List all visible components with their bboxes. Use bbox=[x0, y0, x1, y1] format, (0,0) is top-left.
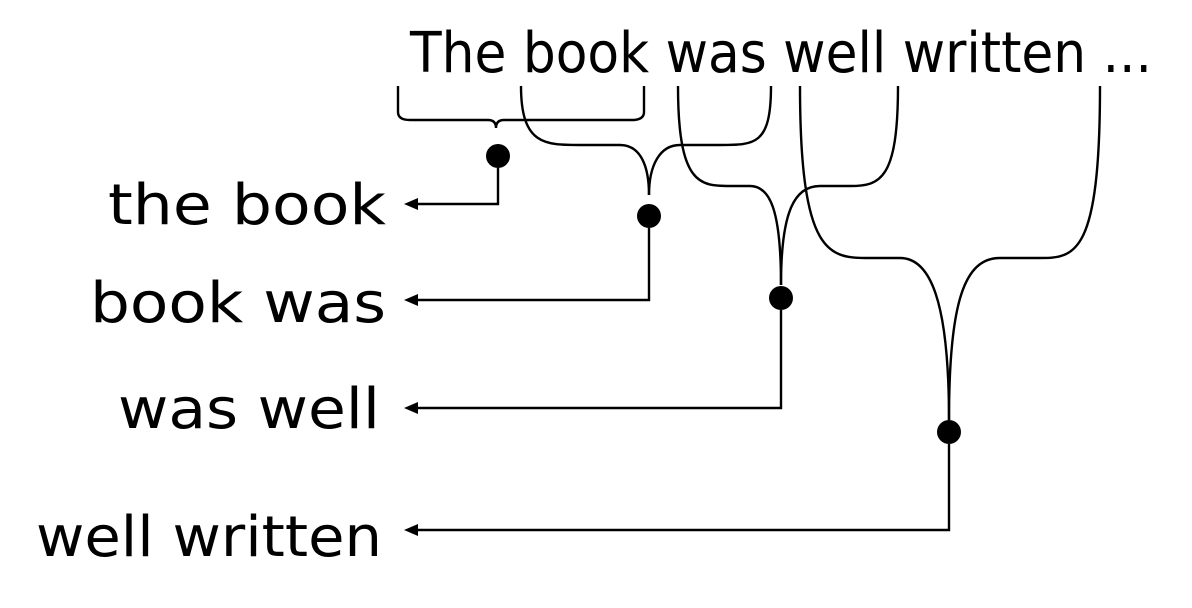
bigram-label-the-book: the book bbox=[108, 173, 387, 238]
output-connector-3 bbox=[416, 310, 783, 410]
arrowhead-3 bbox=[404, 402, 418, 414]
composition-node-1 bbox=[486, 144, 510, 168]
arrowhead-4 bbox=[404, 524, 418, 536]
bigram-label-was-well: was well bbox=[118, 377, 380, 442]
arrowhead-1 bbox=[404, 198, 418, 210]
wire-was-right bbox=[647, 85, 773, 196]
bigram-label-book-was: book was bbox=[90, 271, 386, 336]
composition-node-3 bbox=[769, 286, 793, 310]
wire-was-left bbox=[676, 85, 783, 286]
arrowhead-2 bbox=[404, 294, 418, 306]
wire-well-right bbox=[779, 85, 900, 286]
output-connector-1 bbox=[416, 168, 500, 206]
bigram-label-well-written: well written bbox=[36, 505, 382, 570]
wire-well-left bbox=[798, 85, 951, 421]
wire-written-right bbox=[947, 85, 1102, 421]
composition-node-2 bbox=[637, 204, 661, 228]
composition-node-4 bbox=[937, 420, 961, 444]
output-connector-4 bbox=[416, 444, 951, 532]
output-connector-2 bbox=[416, 228, 651, 302]
bracket-the-book bbox=[396, 86, 646, 129]
input-sentence: The book was well written ... bbox=[409, 21, 1152, 86]
wire-book-left bbox=[519, 85, 651, 196]
